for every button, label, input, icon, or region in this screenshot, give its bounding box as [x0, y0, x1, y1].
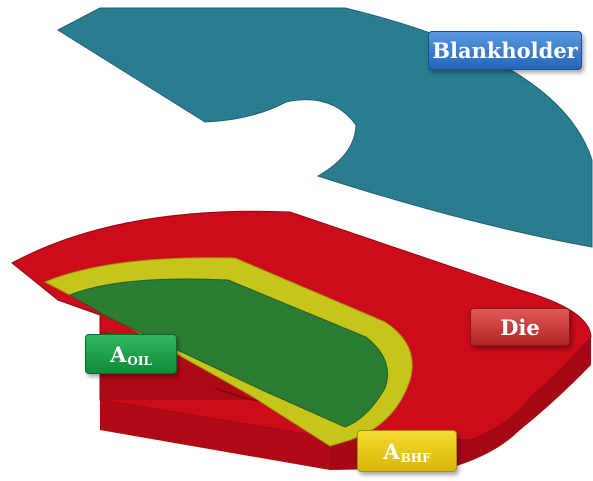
blankholder-text: Blankholder: [432, 38, 578, 63]
a-bhf-main: A: [383, 438, 400, 464]
oil-area: [68, 278, 389, 428]
a-oil-main: A: [110, 341, 127, 367]
blankholder-label: Blankholder: [428, 31, 582, 70]
die-label: Die: [470, 308, 570, 346]
die-text: Die: [500, 314, 540, 340]
a-oil-subscript: OIL: [127, 354, 152, 368]
a-bhf-subscript: BHF: [400, 451, 431, 465]
